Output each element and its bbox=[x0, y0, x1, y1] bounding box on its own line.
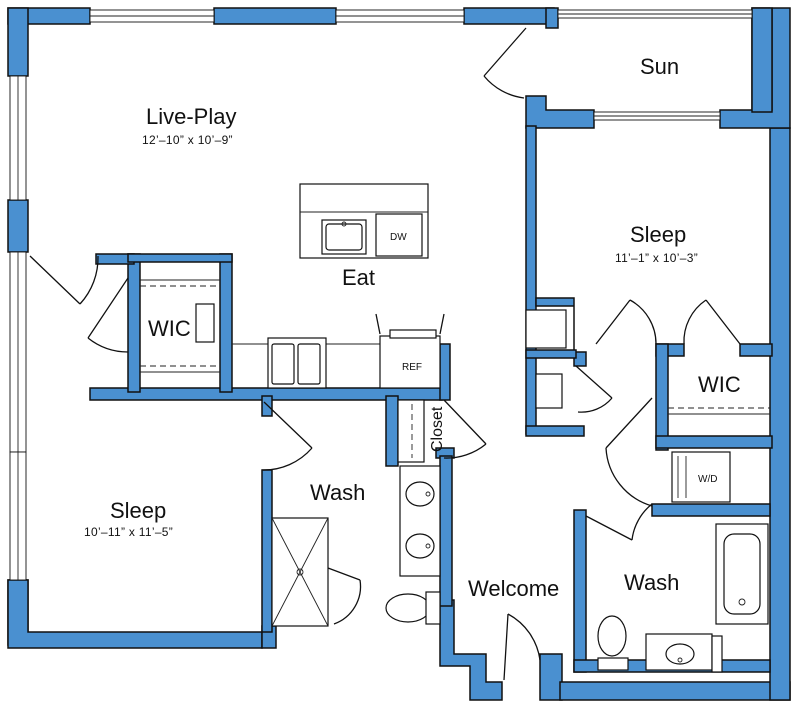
room-name-wic-left: WIC bbox=[148, 316, 191, 341]
windows bbox=[9, 9, 753, 581]
right-wash-fixtures bbox=[597, 523, 769, 673]
kitchen-island bbox=[299, 183, 429, 259]
room-name-welcome: Welcome bbox=[468, 576, 559, 601]
kitchen-counter bbox=[232, 313, 445, 389]
doors bbox=[29, 27, 741, 681]
room-name-wic-right: WIC bbox=[698, 372, 741, 397]
left-wash-fixtures bbox=[271, 465, 441, 627]
master-closet-fixtures bbox=[525, 309, 567, 409]
room-dims-sleep-second: 10’–11” x 11’–5” bbox=[84, 525, 173, 539]
wic-left-shelves bbox=[140, 279, 220, 373]
wic-right-shelves bbox=[668, 407, 770, 415]
room-name-closet: Closet bbox=[429, 406, 446, 452]
room-name-live-play: Live-Play bbox=[146, 104, 236, 129]
interior-walls bbox=[89, 125, 773, 673]
room-dims-sleep-master: 11’–1” x 10’–3” bbox=[615, 251, 698, 265]
closet-shelves bbox=[397, 399, 425, 463]
room-dims-live-play: 12’–10” x 10’–9” bbox=[142, 133, 233, 147]
exterior-walls bbox=[7, 7, 791, 701]
dishwasher-label: DW bbox=[390, 232, 407, 243]
washer-dryer bbox=[671, 451, 731, 503]
room-name-sleep-second: Sleep bbox=[110, 498, 166, 523]
washer-dryer-label: W/D bbox=[698, 474, 717, 485]
room-name-wash-left: Wash bbox=[310, 480, 365, 505]
room-name-wash-right: Wash bbox=[624, 570, 679, 595]
room-labels: Live-Play 12’–10” x 10’–9” Eat Sun Sleep… bbox=[84, 54, 741, 601]
room-name-sun: Sun bbox=[640, 54, 679, 79]
room-name-eat: Eat bbox=[342, 265, 375, 290]
refrigerator-label: REF bbox=[402, 362, 422, 373]
room-name-sleep-master: Sleep bbox=[630, 222, 686, 247]
